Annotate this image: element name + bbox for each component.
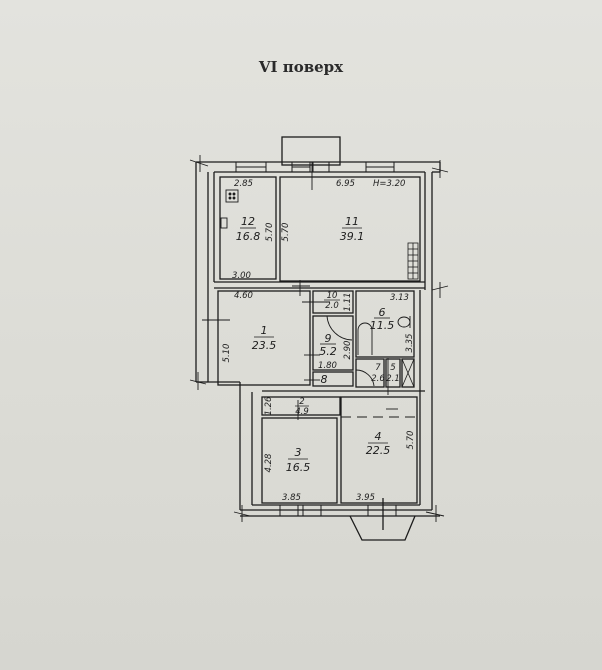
door-swing	[326, 315, 353, 341]
dimension-labels: 2.85 6.95 H=3.20 3.00 5.70 5.70 4.60 5.1…	[222, 179, 416, 503]
outer-walls	[195, 161, 441, 517]
vent-shaft	[407, 242, 419, 280]
room-1	[217, 290, 311, 386]
toilet-icon	[397, 316, 411, 328]
room-4-area: 22.5	[366, 444, 391, 457]
room-4-number: 4	[375, 430, 382, 443]
room-3-area: 16.5	[286, 461, 311, 474]
room-5-number: 5	[390, 363, 395, 373]
room-7	[355, 358, 385, 388]
room-3-number: 3	[295, 446, 302, 459]
room-10-area: 2.0	[325, 301, 339, 311]
room-11	[279, 176, 421, 282]
dim-r3-bottom: 3.85	[282, 493, 301, 503]
ceiling-height: H=3.20	[373, 179, 405, 189]
floor-title: VI поверх	[258, 58, 344, 76]
room-11-area: 39.1	[340, 230, 365, 243]
windows-top	[235, 161, 395, 173]
dim-r1-side: 5.10	[222, 344, 232, 363]
room-1-number: 1	[261, 324, 268, 337]
room-2	[261, 396, 341, 416]
room-6-area: 11.5	[370, 319, 395, 332]
room-2-area: 4.9	[295, 407, 309, 417]
balcony-top	[281, 136, 341, 166]
dim-r12-top: 2.85	[234, 179, 253, 189]
room-7-area: 2.6	[371, 374, 385, 384]
windows-bottom	[279, 504, 397, 517]
room-12-area: 16.8	[236, 230, 261, 243]
room-11-number: 11	[345, 215, 359, 228]
dim-r9-side: 2.90	[343, 341, 353, 360]
dim-r11-side: 5.70	[281, 223, 291, 242]
dim-r10-side: 1.11	[343, 293, 353, 312]
room-7-number: 7	[375, 363, 381, 373]
dim-r4-side: 5.70	[406, 431, 416, 450]
dim-r4-bottom: 3.95	[356, 493, 375, 503]
room-5	[385, 358, 401, 388]
dim-r1-top: 4.60	[234, 291, 253, 301]
room-12-number: 12	[241, 215, 255, 228]
room-9-number: 9	[325, 332, 332, 345]
room-6	[355, 290, 415, 358]
bathtub-icon	[357, 322, 373, 355]
stove-icon	[225, 189, 239, 203]
room-8-number: 8	[321, 373, 328, 386]
dim-r12-bottom: 3.00	[232, 271, 251, 281]
room-5-area: 2.1	[386, 374, 400, 384]
balcony-bottom	[349, 498, 416, 541]
dim-r6-top: 3.13	[390, 293, 409, 303]
room-2-number: 2	[299, 397, 304, 407]
room-12	[219, 176, 277, 280]
room-6-number: 6	[379, 306, 386, 319]
room-1-area: 23.5	[252, 339, 277, 352]
room-9	[312, 315, 354, 371]
dim-r2-side: 1.26	[264, 396, 274, 416]
dim-r12-side: 5.70	[265, 223, 275, 242]
room-8	[312, 371, 354, 387]
dim-r3-side: 4.28	[264, 453, 274, 473]
room-3	[261, 417, 338, 504]
dim-r6-side: 3.35	[405, 334, 415, 353]
dim-r9-bottom: 1.80	[318, 361, 337, 371]
room-4	[340, 396, 418, 504]
dim-r11-top: 6.95	[336, 179, 355, 189]
closet	[401, 358, 415, 388]
room-labels: 12 16.8 11 39.1 1 23.5 10 2.0 9 5.2 8 6 …	[236, 215, 400, 474]
room-9-area: 5.2	[319, 345, 337, 358]
axis-marks	[189, 155, 449, 522]
sink-icon	[220, 217, 228, 229]
room-10-number: 10	[327, 291, 338, 301]
